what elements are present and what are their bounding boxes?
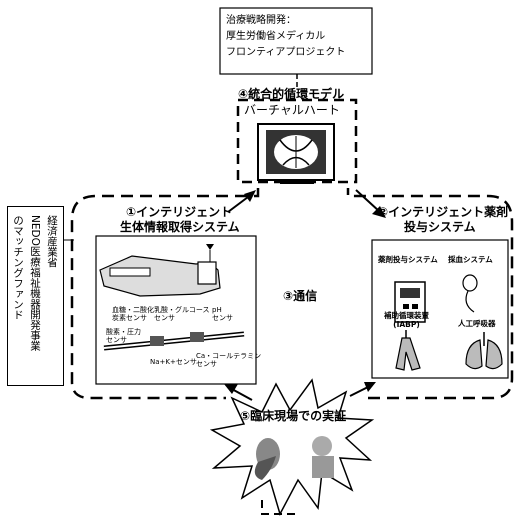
clinic-burst — [212, 380, 372, 514]
program-line: NEDO医療福祉機器開発事業 — [28, 215, 41, 351]
sensing-title: ①インテリジェント — [126, 206, 232, 220]
sensor-label: 酸素・圧力センサ — [106, 328, 141, 344]
drug-title: ②インテリジェント薬剤 — [378, 206, 508, 220]
sensor-label: 血糖・二酸化炭素センサ — [112, 306, 154, 322]
monitor-icon — [258, 124, 334, 184]
funding-line: 治療戦略開発： — [226, 15, 372, 31]
arrow-clinic-to-sensing — [224, 384, 252, 400]
drug-subtitle: 投与システム — [404, 221, 476, 235]
virtual-heart-title: ④統合的循環モデル — [238, 88, 344, 102]
arrow-sensing-to-heart — [228, 190, 256, 212]
program-box: 経済産業省 NEDO医療福祉機器開発事業 のマッチングファンド — [7, 206, 64, 386]
device-label-infusion: 薬剤投与システム — [378, 256, 438, 265]
program-line: 経済産業省 — [45, 215, 58, 268]
funding-line: フロンティアプロジェクト — [226, 47, 372, 63]
comm-label: ③通信 — [283, 290, 317, 304]
sensing-subtitle: 生体情報取得システム — [120, 221, 240, 235]
device-label-ventilator: 人工呼吸器 — [458, 320, 496, 329]
virtual-heart-subtitle: バーチャルハート — [244, 104, 340, 118]
sensor-label: 乳酸・グルコースセンサ — [154, 306, 210, 322]
sensor-label: Ca・コールテラミンセンサ — [196, 352, 261, 368]
clinic-label: ⑤臨床現場での実証 — [240, 410, 346, 424]
program-line: のマッチングファンド — [11, 215, 24, 320]
device-label-blood: 採血システム — [448, 256, 493, 265]
sensor-label: Na+K+センサ — [150, 358, 197, 366]
funding-line: 厚生労働省メディカル — [226, 31, 372, 47]
device-label-iabp: 補助循環装置(IABP) — [384, 312, 429, 329]
arrow-drug-to-clinic — [350, 382, 376, 396]
funding-text: 治療戦略開発： 厚生労働省メディカル フロンティアプロジェクト — [226, 15, 372, 63]
